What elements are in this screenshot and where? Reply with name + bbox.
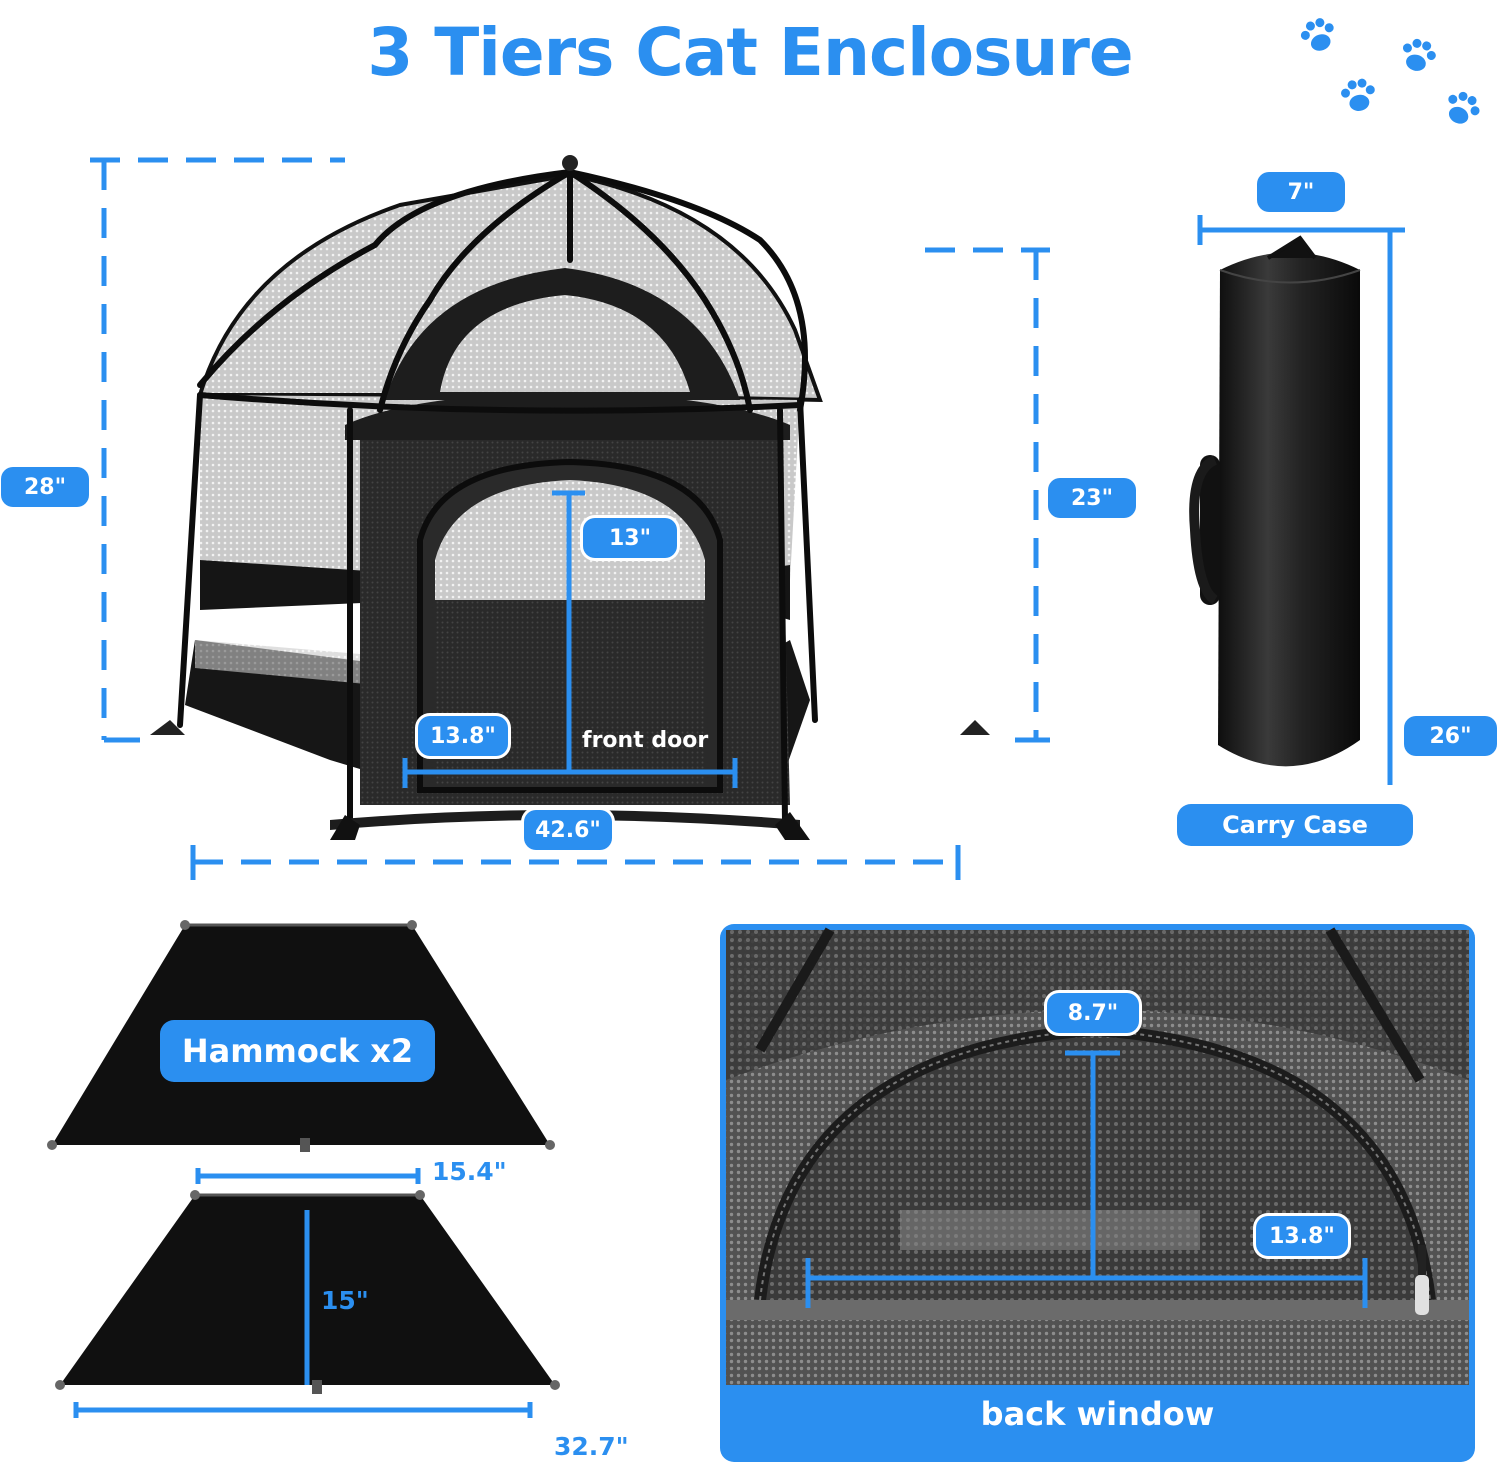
front-door-label: front door xyxy=(582,728,709,753)
carry-case-label: Carry Case xyxy=(1177,804,1413,846)
back-window-label: back window xyxy=(980,1395,1215,1433)
door-height-badge: 13" xyxy=(583,518,677,558)
window-width-badge: 13.8" xyxy=(1256,1216,1348,1256)
enclosure-height-badge: 28" xyxy=(1,467,89,507)
hammock-label: Hammock x2 xyxy=(160,1020,435,1082)
enclosure-width-badge: 42.6" xyxy=(524,810,612,850)
paw-print-icon xyxy=(1300,18,1480,124)
enclosure-side-height-badge: 23" xyxy=(1048,478,1136,518)
hammock-bottom-width-label: 32.7" xyxy=(554,1432,629,1461)
window-height-badge: 8.7" xyxy=(1047,993,1139,1033)
dimension-lines xyxy=(73,157,1405,1418)
case-width-badge: 7" xyxy=(1257,172,1345,212)
hammock-height-label: 15" xyxy=(321,1286,369,1315)
hammock-top-width-label: 15.4" xyxy=(432,1157,507,1186)
carry-case-bag xyxy=(1189,235,1361,767)
case-height-badge: 26" xyxy=(1404,716,1497,756)
page-title: 3 Tiers Cat Enclosure xyxy=(367,14,1133,91)
door-width-badge: 13.8" xyxy=(418,716,508,756)
